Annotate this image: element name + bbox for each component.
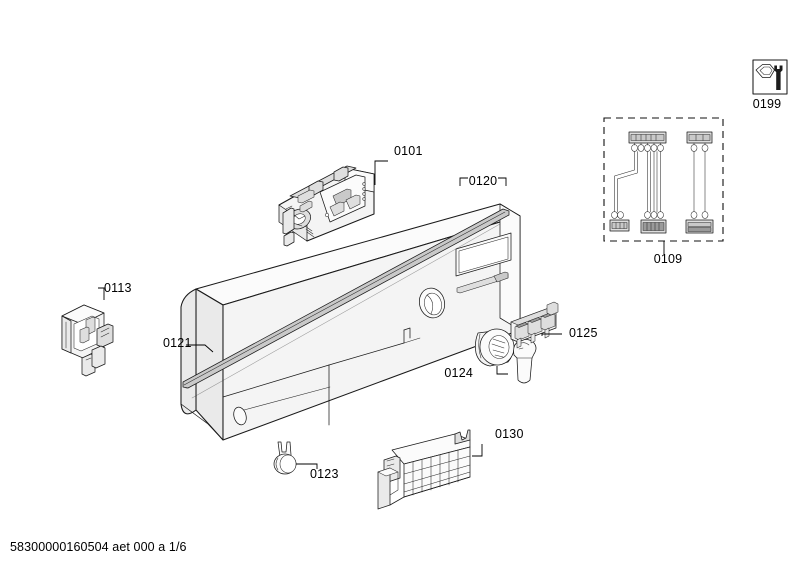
callout-leader-0125 <box>541 333 562 336</box>
electronic-control-module: 0101 <box>278 144 423 247</box>
rotary-selector-knob: 0124 <box>444 328 515 380</box>
control-panel-fascia: 0120 <box>180 174 521 441</box>
callout-label-0130: 0130 <box>495 427 524 441</box>
footer-document-code: 58300000160504 aet 000 a 1/6 <box>10 540 187 554</box>
knob-aperture <box>418 287 446 319</box>
knob-push-pin <box>513 339 537 384</box>
callout-label-0124: 0124 <box>444 366 473 380</box>
callout-label-0101: 0101 <box>394 144 423 158</box>
left-oval-hole <box>233 386 331 426</box>
decor-trim-strip: 0121 <box>163 208 510 399</box>
service-tool-badge: 0199 <box>752 59 788 111</box>
harness-group-dashed-box <box>603 117 724 242</box>
callout-label-0199: 0199 <box>753 97 782 111</box>
callout-label-0123: 0123 <box>310 467 339 481</box>
callout-leader-0120 <box>498 177 507 186</box>
callout-leader-0124 <box>496 366 508 375</box>
multi-wire-harness <box>609 131 667 234</box>
callout-leader-0101 <box>374 160 388 185</box>
wiring-harness-group: 0109 <box>603 117 724 266</box>
push-button-clip: 0123 <box>273 441 339 481</box>
callout-label-0120: 0120 <box>469 174 498 188</box>
callout-leader-0113 <box>98 287 105 300</box>
callout-label-0109: 0109 <box>654 252 683 266</box>
callout-label-0113: 0113 <box>104 281 132 295</box>
door-latch-switch-bracket: 0113 <box>61 281 132 377</box>
callout-leader-0123 <box>296 463 318 469</box>
callout-leader-0130 <box>472 444 483 457</box>
handle-grid-bracket: 0130 <box>377 427 524 510</box>
nut-and-wrench-icon <box>755 64 783 90</box>
callout-label-0125: 0125 <box>569 326 598 340</box>
button-key-strip: 0125 <box>510 301 598 349</box>
callout-label-0121: 0121 <box>163 336 192 350</box>
callout-leader-0121 <box>186 344 214 353</box>
two-wire-harness <box>685 131 714 234</box>
display-window-cutout <box>455 232 512 277</box>
